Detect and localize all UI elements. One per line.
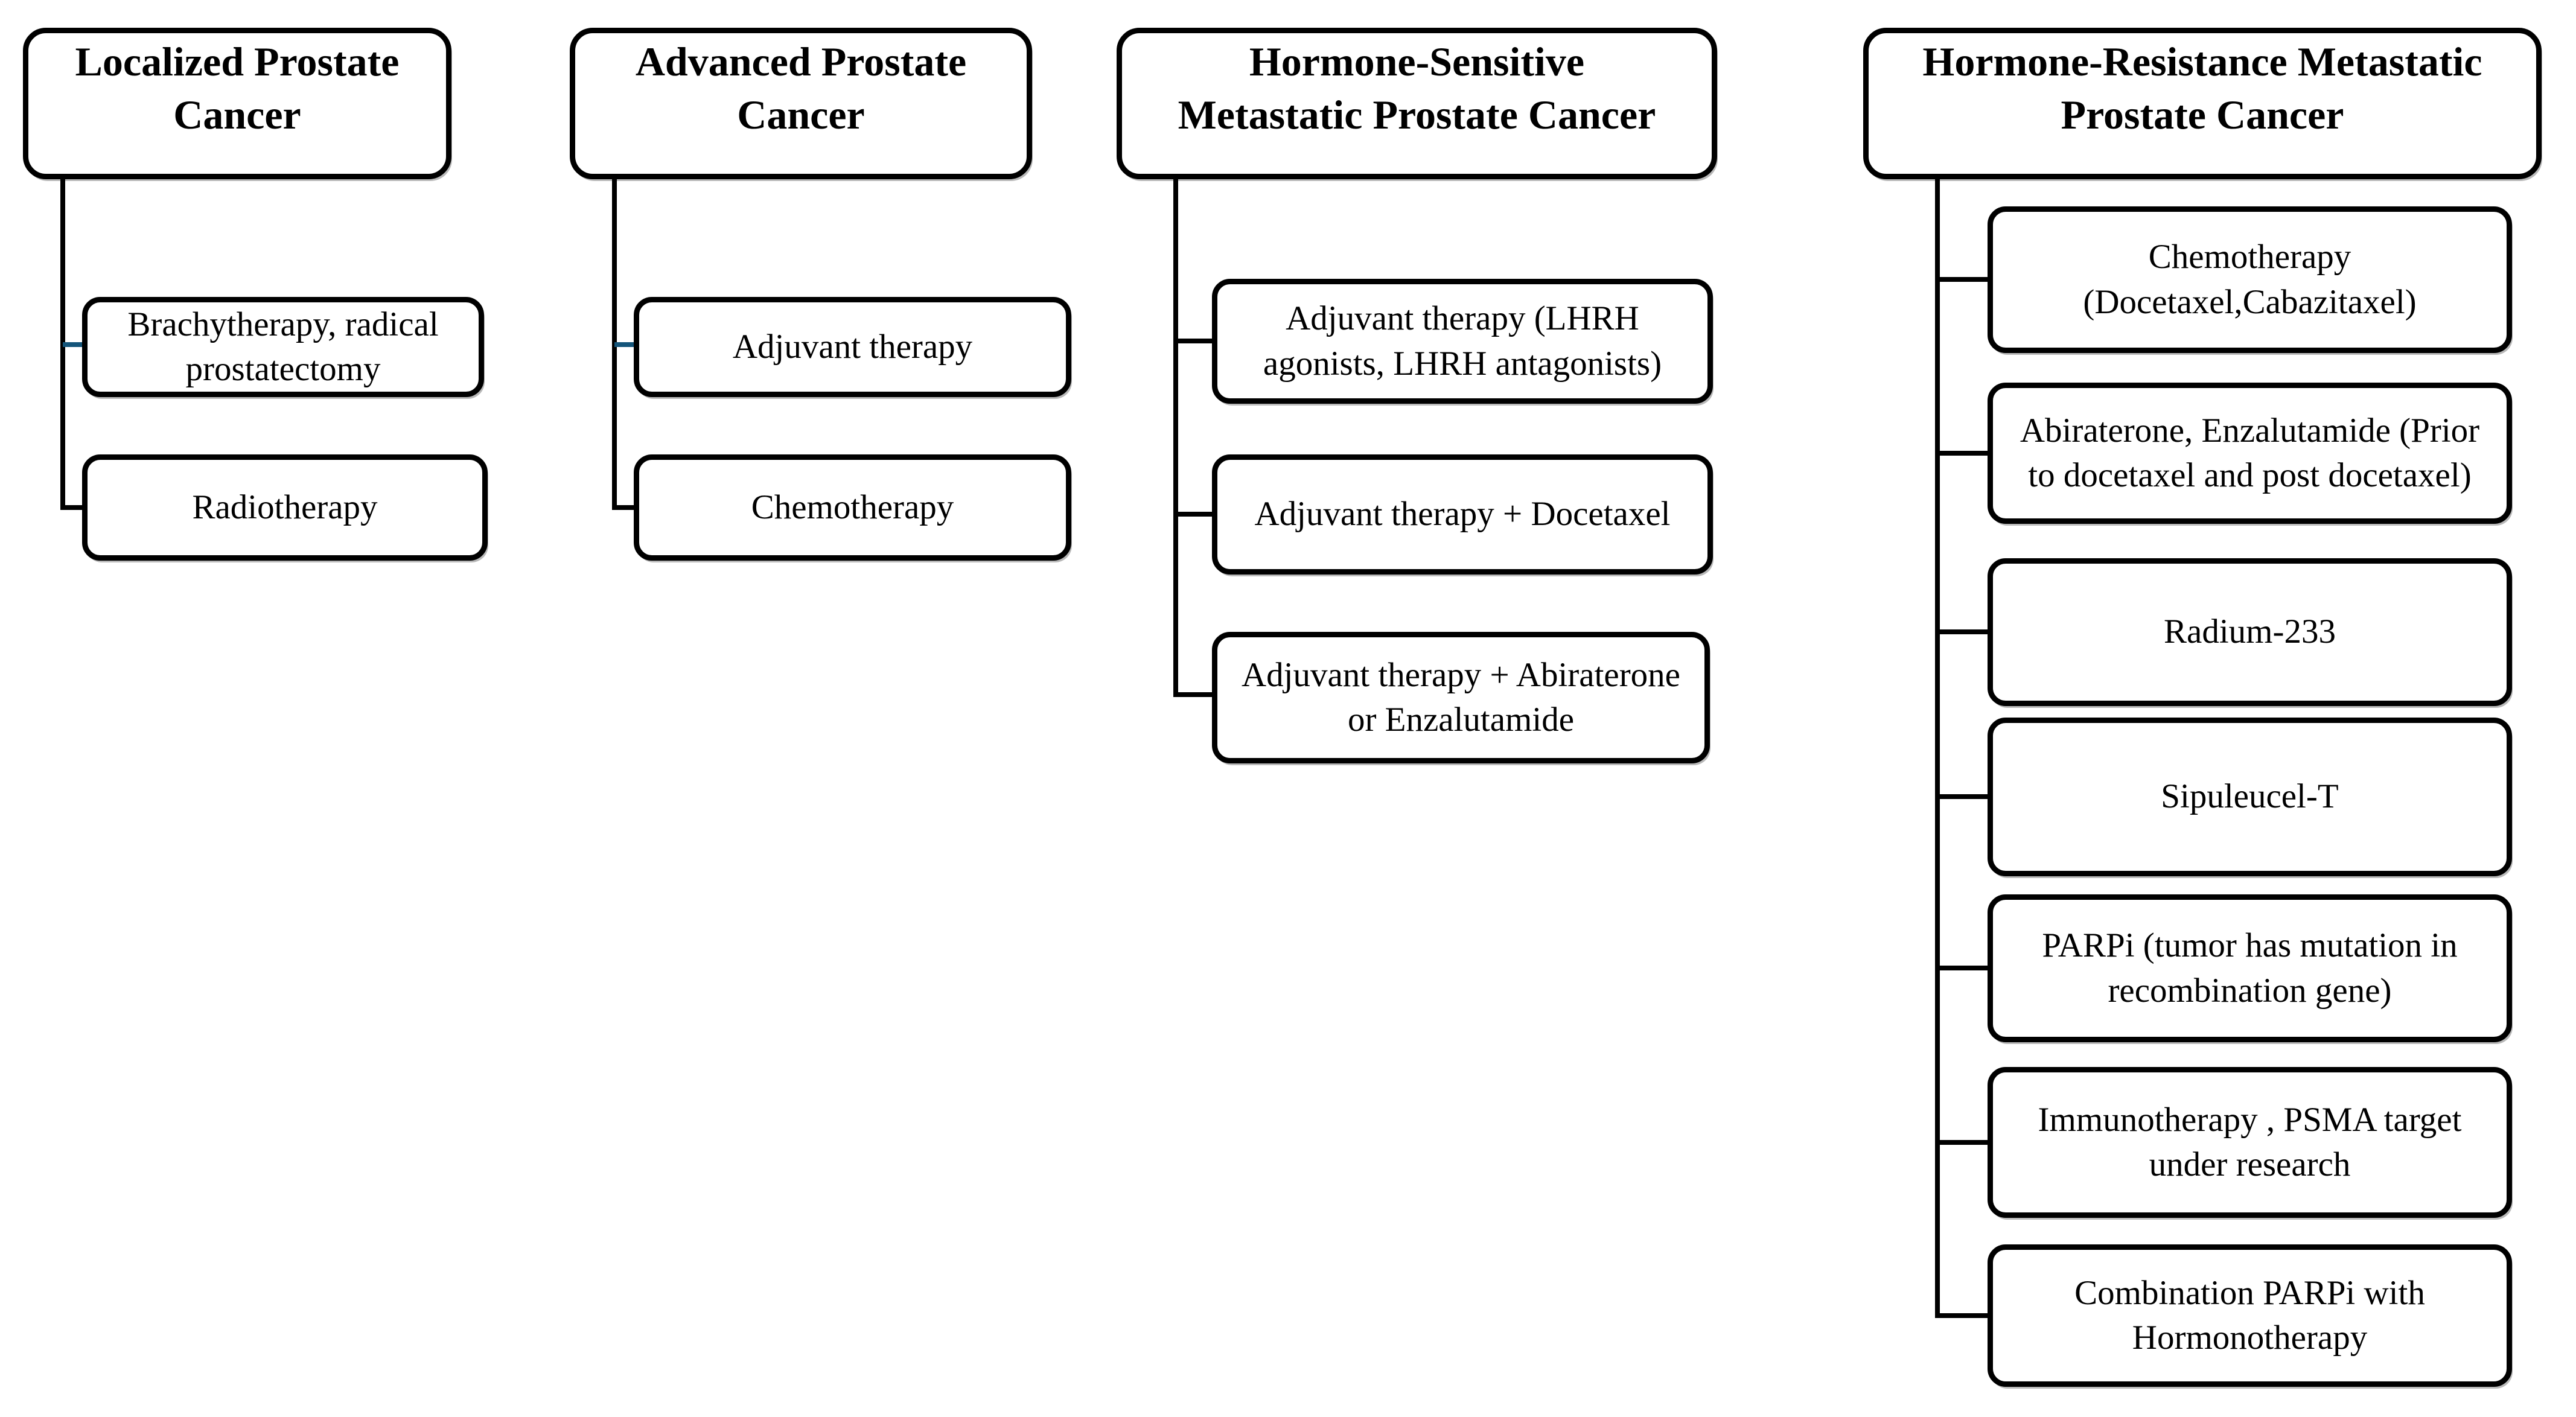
node-label: Chemotherapy (Docetaxel,Cabazitaxel) — [2083, 238, 2417, 321]
node-label: Brachytherapy, radical prostatectomy — [127, 305, 439, 388]
header-advanced-prostate-cancer: Advanced Prostate Cancer — [570, 28, 1032, 179]
node-label: Radiotherapy — [192, 488, 378, 526]
header-hormone-sensitive-metastatic: Hormone-Sensitive Metastatic Prostate Ca… — [1117, 28, 1717, 179]
node-adjuvant-therapy: Adjuvant therapy — [634, 297, 1071, 397]
header-localized-prostate-cancer: Localized Prostate Cancer — [23, 28, 451, 179]
node-combination-parpi-hormonotherapy: Combination PARPi with Hormonotherapy — [1988, 1244, 2512, 1387]
connector-stub-col4-child3 — [1937, 629, 1990, 634]
node-chemotherapy: Chemotherapy — [634, 454, 1071, 561]
connector-stub-col4-child7 — [1937, 1313, 1990, 1318]
connector-stub-col1-child1 — [63, 342, 84, 347]
connector-stub-col3-child3 — [1176, 692, 1214, 697]
node-adjuvant-therapy-abiraterone-enzalutamide: Adjuvant therapy + Abiraterone or Enzalu… — [1212, 632, 1710, 763]
connector-stub-col1-child2 — [63, 505, 84, 510]
header-label: Hormone-Sensitive Metastatic Prostate Ca… — [1178, 39, 1656, 138]
node-label: Adjuvant therapy (LHRH agonists, LHRH an… — [1263, 299, 1662, 383]
node-label: Abiraterone, Enzalutamide (Prior to doce… — [2020, 411, 2480, 494]
node-radiotherapy: Radiotherapy — [82, 454, 488, 561]
node-label: Sipuleucel-T — [2161, 777, 2339, 816]
node-label: PARPi (tumor has mutation in recombinati… — [2042, 926, 2458, 1010]
connector-stub-col3-child1 — [1176, 339, 1214, 343]
node-adjuvant-therapy-lhrh: Adjuvant therapy (LHRH agonists, LHRH an… — [1212, 279, 1713, 404]
connector-stub-col4-child4 — [1937, 794, 1990, 799]
node-label: Chemotherapy — [751, 488, 954, 526]
connector-trunk-col4 — [1935, 179, 1940, 1318]
node-radium-233: Radium-233 — [1988, 558, 2512, 706]
node-adjuvant-therapy-docetaxel: Adjuvant therapy + Docetaxel — [1212, 454, 1713, 575]
connector-stub-col2-child1 — [614, 342, 636, 347]
node-abiraterone-enzalutamide: Abiraterone, Enzalutamide (Prior to doce… — [1988, 383, 2512, 524]
connector-stub-col4-child6 — [1937, 1140, 1990, 1145]
node-chemotherapy-docetaxel-cabazitaxel: Chemotherapy (Docetaxel,Cabazitaxel) — [1988, 206, 2512, 353]
node-label: Adjuvant therapy + Docetaxel — [1254, 495, 1671, 533]
node-brachytherapy-radical-prostatectomy: Brachytherapy, radical prostatectomy — [82, 297, 484, 397]
connector-trunk-col3 — [1173, 179, 1178, 697]
node-label: Radium-233 — [2164, 613, 2336, 651]
header-label: Hormone-Resistance Metastatic Prostate C… — [1922, 39, 2482, 138]
node-parpi-mutation: PARPi (tumor has mutation in recombinati… — [1988, 894, 2512, 1042]
node-label: Adjuvant therapy + Abiraterone or Enzalu… — [1241, 655, 1680, 739]
header-label: Localized Prostate Cancer — [75, 39, 400, 138]
node-label: Immunotherapy , PSMA target under resear… — [2038, 1100, 2462, 1183]
node-label: Adjuvant therapy — [732, 327, 973, 366]
connector-stub-col4-child5 — [1937, 966, 1990, 970]
node-immunotherapy-psma: Immunotherapy , PSMA target under resear… — [1988, 1067, 2512, 1218]
connector-stub-col3-child2 — [1176, 512, 1214, 517]
header-hormone-resistance-metastatic: Hormone-Resistance Metastatic Prostate C… — [1863, 28, 2542, 179]
connector-stub-col4-child1 — [1937, 277, 1990, 282]
connector-stub-col4-child2 — [1937, 451, 1990, 456]
node-label: Combination PARPi with Hormonotherapy — [2074, 1273, 2425, 1357]
node-sipuleucel-t: Sipuleucel-T — [1988, 718, 2512, 876]
connector-stub-col2-child2 — [614, 505, 636, 510]
header-label: Advanced Prostate Cancer — [635, 39, 967, 138]
